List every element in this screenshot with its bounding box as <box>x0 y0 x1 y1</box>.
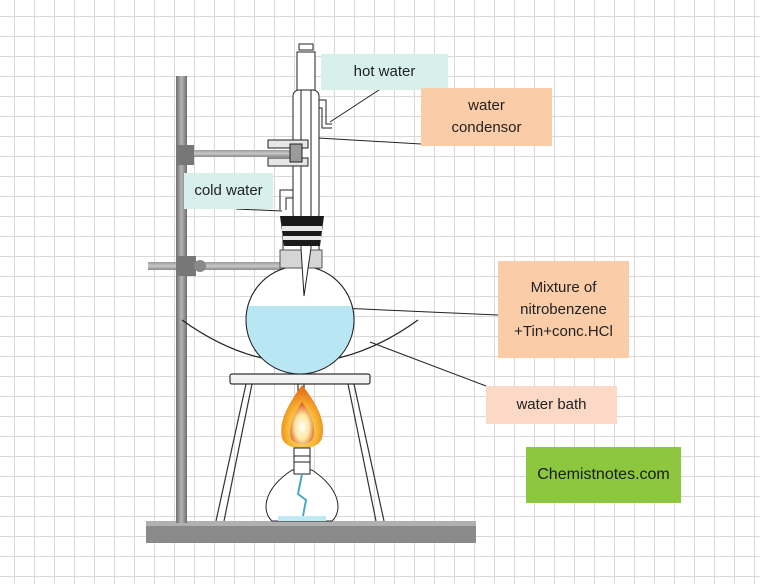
mixture-text-line3: +Tin+conc.HCl <box>514 322 613 340</box>
water-bath-label: water bath <box>486 386 617 424</box>
mixture-text-line2: nitrobenzene <box>520 300 607 318</box>
mixture-text-line1: Mixture of <box>530 278 597 296</box>
round-bottom-flask <box>245 231 355 375</box>
cold-water-label: cold water <box>184 173 273 209</box>
burner-flame <box>281 385 324 449</box>
condenser <box>267 43 332 297</box>
watermark-badge: Chemistnotes.com <box>526 447 681 503</box>
hot-water-text: hot water <box>353 63 416 80</box>
mixture-label: Mixture of nitrobenzene +Tin+conc.HCl <box>498 261 629 358</box>
cold-water-text: cold water <box>194 182 263 199</box>
condenser-text-line1: water <box>468 97 505 114</box>
watermark-text: Chemistnotes.com <box>537 466 670 483</box>
water-condenser-label: water condensor <box>421 88 552 146</box>
condenser-text-line2: condensor <box>451 119 522 136</box>
hot-water-label: hot water <box>321 54 448 90</box>
water-bath-text: water bath <box>516 396 587 413</box>
rubber-stopper <box>280 216 324 246</box>
retort-stand <box>146 76 476 543</box>
spirit-lamp <box>265 447 339 522</box>
leader-lines <box>235 89 499 387</box>
